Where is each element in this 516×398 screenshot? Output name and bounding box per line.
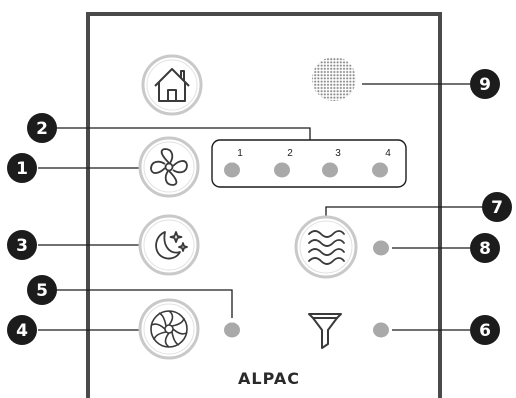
funnel-icon[interactable] [308,313,342,349]
callout-7: 7 [482,192,512,222]
turbo-button[interactable] [138,298,200,360]
fan-speed-indicator-panel: 1 2 3 4 [211,139,407,188]
callout-leader-lines [38,83,494,331]
callout-7-number: 7 [491,198,503,218]
brand-logo: ALPAC [238,369,300,388]
callout-4-number: 4 [16,321,28,341]
house-icon [154,68,190,102]
fan-icon [150,148,188,186]
speed-level-label-3: 3 [335,148,341,159]
leader-line-2 [55,127,311,140]
callout-8-number: 8 [479,239,491,259]
filter-indicator-light [373,322,389,338]
control-panel-outline [86,12,442,398]
callout-6-number: 6 [479,321,491,341]
ionizer-button[interactable] [294,215,358,279]
callout-1-number: 1 [16,159,28,179]
ionizer-indicator-light [373,240,389,256]
callout-3: 3 [7,230,37,260]
speed-level-label-2: 2 [287,148,293,159]
leader-line-5 [55,289,233,318]
speed-indicator-light-3 [322,162,338,178]
leader-line-7 [325,206,494,216]
speed-level-label-1: 1 [237,148,243,159]
fan-speed-button[interactable] [138,136,200,198]
turbine-fan-icon [150,310,188,348]
waves-icon [308,230,345,265]
callout-8: 8 [470,233,500,263]
speed-indicator-light-1 [224,162,240,178]
callout-6: 6 [470,315,500,345]
callout-9: 9 [470,69,500,99]
callout-5: 5 [27,275,57,305]
home-button[interactable] [141,54,203,116]
speed-indicator-light-2 [274,162,290,178]
turbo-indicator-light [224,322,240,338]
moon-stars-icon [155,231,188,260]
speed-level-label-4: 4 [385,148,391,159]
callout-4: 4 [7,315,37,345]
dotted-sensor-icon [312,57,356,101]
speed-indicator-light-4 [372,162,388,178]
callout-9-number: 9 [479,75,491,95]
callout-5-number: 5 [36,281,48,301]
sleep-mode-button[interactable] [138,214,200,276]
callout-2: 2 [27,113,57,143]
callout-2-number: 2 [36,119,48,139]
callout-3-number: 3 [16,236,28,256]
callout-1: 1 [7,153,37,183]
